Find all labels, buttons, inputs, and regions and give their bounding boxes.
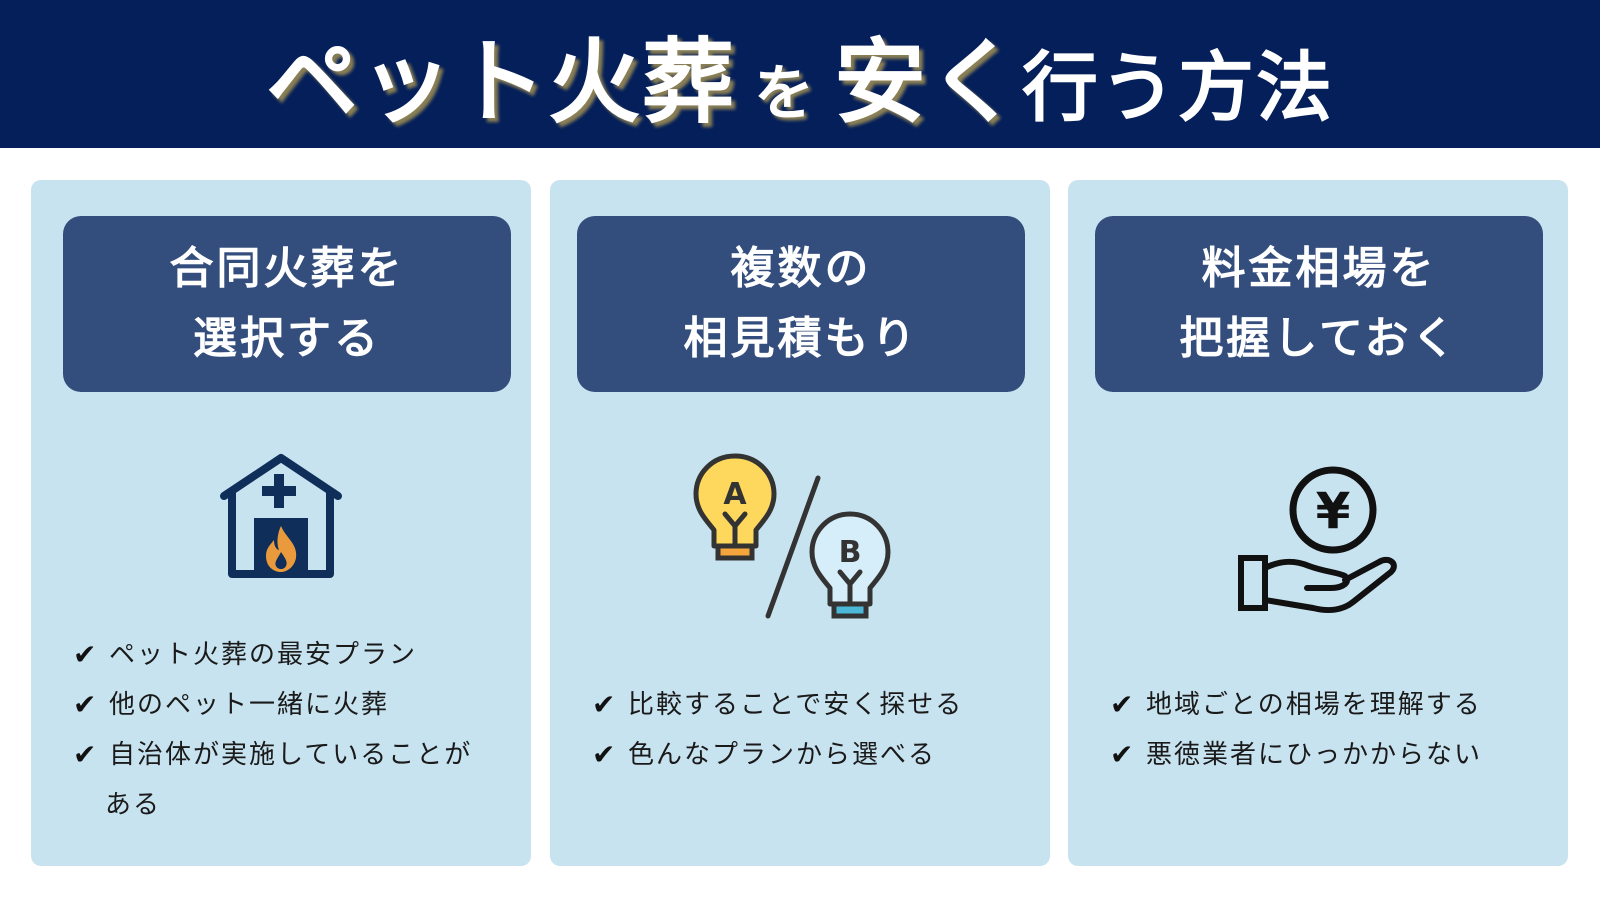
bullet-text: 悪徳業者にひっかからない [1146,740,1483,770]
title-part-pet-cremation: ペット火葬 [265,28,736,136]
title-part-method: 行う方法 [1022,42,1335,132]
card-multiple-quotes: 複数の 相見積もり A B ✔ 比較することで安く探せる ✔ 色んなプランから [550,180,1050,866]
card-heading: 合同火葬を 選択する [63,216,511,392]
bullet-list: ✔ 地域ごとの相場を理解する ✔ 悪徳業者にひっかからない [1110,680,1548,780]
card-heading: 複数の 相見積もり [577,216,1025,392]
check-icon: ✔ [592,688,618,721]
bullet-text: 自治体が実施していることが [109,740,473,770]
card-heading-line: 相見積もり [683,313,919,364]
page-title: ペット火葬 を 安く 行う方法 [266,8,1334,141]
check-icon: ✔ [592,738,618,771]
bullet-item: ✔ 悪徳業者にひっかからない [1110,730,1548,780]
check-icon: ✔ [1110,688,1136,721]
bullet-continuation: ある [105,790,162,820]
svg-text:B: B [839,535,862,570]
bullet-text: 地域ごとの相場を理解する [1146,690,1482,720]
bullet-list: ✔ 比較することで安く探せる ✔ 色んなプランから選べる [592,680,1030,780]
svg-text:A: A [723,477,747,512]
card-heading-line: 料金相場を [1201,243,1437,294]
bullet-item: ✔ 色んなプランから選べる [592,730,1030,780]
card-heading-line: 複数の [730,243,872,294]
card-heading-line: 選択する [193,313,381,364]
ab-lightbulbs-compare-icon: A B [550,448,1050,648]
bullet-list: ✔ ペット火葬の最安プラン ✔ 他のペット一緒に火葬 ✔ 自治体が実施しているこ… [73,630,511,830]
title-banner: ペット火葬 を 安く 行う方法 [0,0,1600,148]
title-part-particle: を [754,58,816,129]
svg-text:¥: ¥ [1316,482,1351,540]
card-heading-line: 把握しておく [1179,313,1459,364]
bullet-item: ✔ 地域ごとの相場を理解する [1110,680,1548,730]
card-group-cremation: 合同火葬を 選択する ✔ ペット火葬の最安プラン ✔ 他のペット一緒に火葬 ✔ … [31,180,531,866]
crematorium-house-icon [31,452,531,582]
card-heading-line: 合同火葬を [169,243,405,294]
title-part-cheap: 安く [834,28,1023,136]
check-icon: ✔ [73,738,99,771]
yen-coin-hand-icon: ¥ [1068,460,1568,620]
check-icon: ✔ [73,688,99,721]
bullet-text: 色んなプランから選べる [628,740,937,770]
bullet-item: ✔ 自治体が実施していることが [73,730,511,780]
bullet-item: ✔ ペット火葬の最安プラン [73,630,511,680]
check-icon: ✔ [73,638,99,671]
bullet-text: ペット火葬の最安プラン [109,640,418,670]
bullet-text: 比較することで安く探せる [628,690,964,720]
bullet-item: ✔ 他のペット一緒に火葬 [73,680,511,730]
check-icon: ✔ [1110,738,1136,771]
bullet-item: ✔ 比較することで安く探せる [592,680,1030,730]
bullet-text: 他のペット一緒に火葬 [109,690,390,720]
card-market-price: 料金相場を 把握しておく ¥ ✔ 地域ごとの相場を理解する ✔ 悪徳業者にひっか… [1068,180,1568,866]
card-heading: 料金相場を 把握しておく [1095,216,1543,392]
